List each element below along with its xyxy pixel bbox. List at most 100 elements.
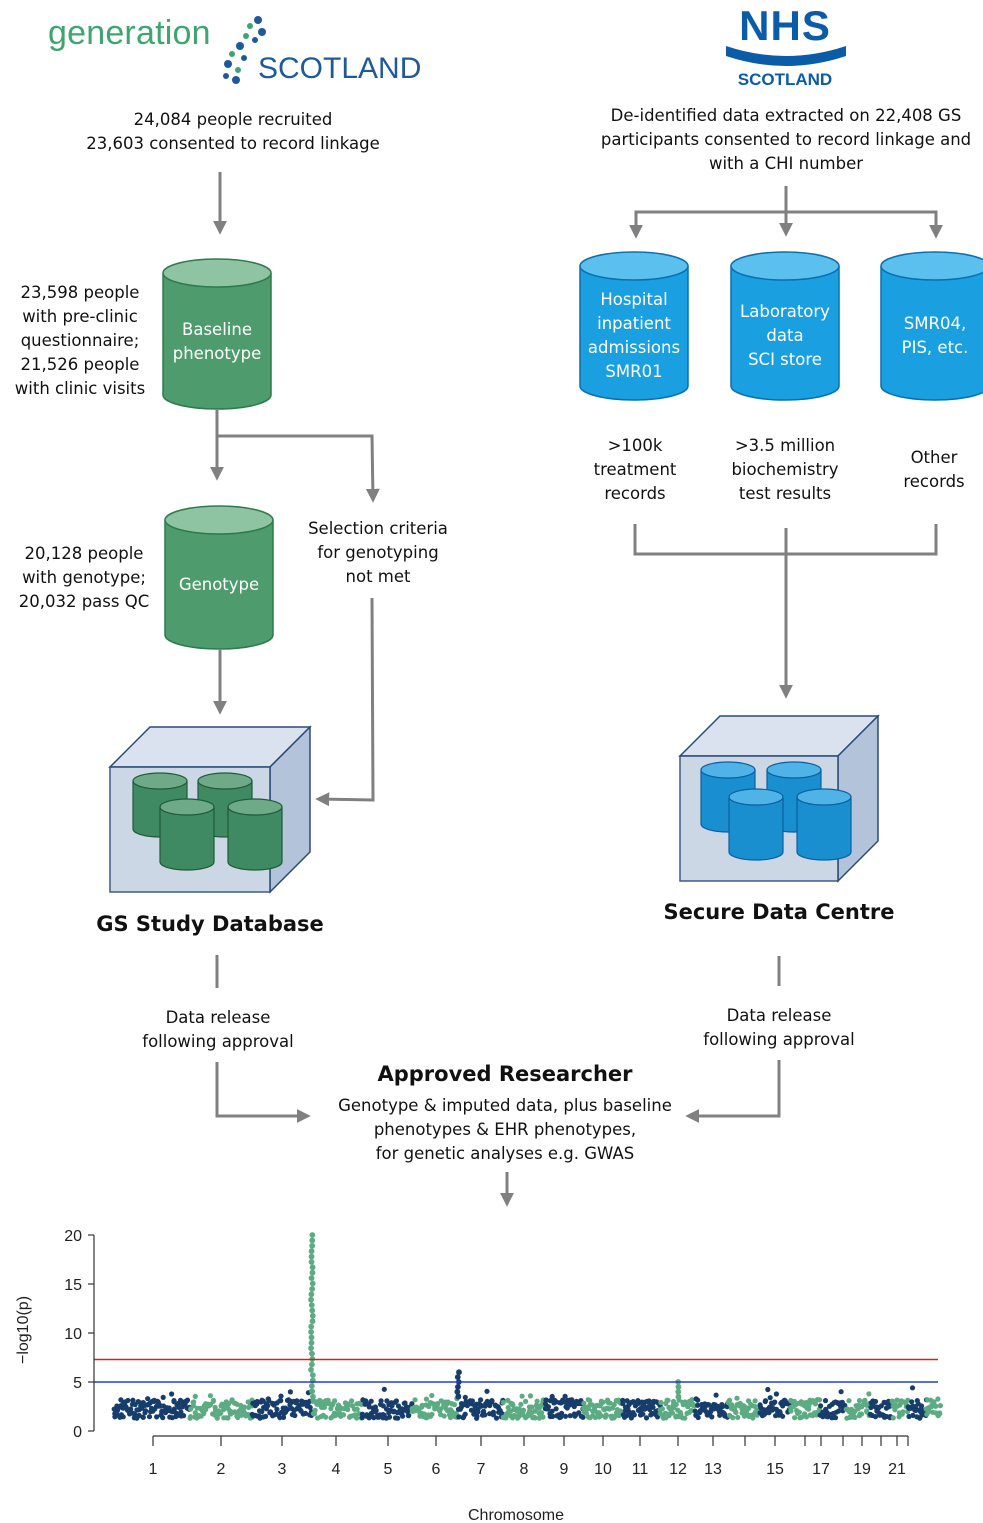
snp-point bbox=[858, 1411, 865, 1417]
snp-point bbox=[926, 1409, 932, 1415]
snp-point bbox=[792, 1415, 798, 1421]
snp-point bbox=[659, 1406, 666, 1412]
x-tick-label: 7 bbox=[477, 1461, 486, 1478]
laboratory-data-cylinder bbox=[730, 251, 840, 401]
snp-point bbox=[862, 1398, 868, 1404]
snp-point bbox=[140, 1414, 146, 1420]
peak-point bbox=[309, 1242, 316, 1249]
snp-point bbox=[302, 1410, 309, 1416]
snp-point bbox=[259, 1409, 265, 1415]
snp-point bbox=[889, 1398, 895, 1404]
snp-point bbox=[549, 1393, 555, 1400]
snp-point bbox=[602, 1414, 609, 1420]
snp-point bbox=[474, 1415, 480, 1421]
snp-point bbox=[380, 1403, 386, 1409]
snp-point bbox=[540, 1414, 546, 1420]
snp-point bbox=[640, 1411, 646, 1417]
snp-point bbox=[630, 1410, 636, 1416]
snp-point bbox=[475, 1409, 481, 1415]
snp-point bbox=[221, 1406, 227, 1412]
peak-point bbox=[309, 1361, 315, 1368]
snp-point bbox=[160, 1415, 166, 1421]
x-tick-label: 19 bbox=[853, 1461, 871, 1478]
snp-point bbox=[852, 1414, 858, 1420]
snp-point bbox=[935, 1396, 941, 1402]
secure-data-centre-cube-icon bbox=[678, 714, 880, 883]
snp-point bbox=[872, 1414, 879, 1420]
snp-point bbox=[132, 1411, 138, 1417]
snp-point bbox=[906, 1413, 912, 1420]
snp-point bbox=[569, 1397, 575, 1403]
snp-point bbox=[620, 1401, 626, 1407]
snp-point bbox=[145, 1396, 151, 1402]
snp-point bbox=[838, 1389, 844, 1395]
snp-point bbox=[587, 1397, 593, 1404]
hospital-admissions-cylinder bbox=[579, 251, 689, 401]
snp-point bbox=[805, 1405, 811, 1412]
snp-point bbox=[359, 1411, 365, 1417]
snp-point bbox=[762, 1398, 769, 1404]
baseline-phenotype-cylinder bbox=[162, 258, 272, 410]
snp-point bbox=[444, 1400, 450, 1407]
snp-point bbox=[120, 1414, 126, 1420]
y-tick-label: 15 bbox=[64, 1277, 82, 1294]
snp-point bbox=[688, 1407, 694, 1414]
peak-point bbox=[309, 1280, 316, 1287]
snp-point bbox=[669, 1410, 676, 1416]
snp-point bbox=[478, 1397, 484, 1403]
snp-point bbox=[345, 1406, 351, 1413]
peak-point bbox=[454, 1374, 461, 1380]
snp-point bbox=[592, 1414, 599, 1420]
peak-point bbox=[309, 1307, 316, 1314]
snp-point bbox=[207, 1393, 213, 1399]
y-tick-label: 10 bbox=[64, 1326, 82, 1343]
gs-study-database-title: GS Study Database bbox=[96, 912, 324, 936]
snp-point bbox=[581, 1400, 587, 1406]
snp-point bbox=[423, 1396, 429, 1402]
snp-point bbox=[796, 1409, 803, 1415]
snp-point bbox=[441, 1413, 447, 1419]
snp-point bbox=[510, 1402, 516, 1408]
snp-point bbox=[726, 1397, 733, 1403]
snp-point bbox=[673, 1401, 679, 1408]
y-tick-label: 20 bbox=[64, 1228, 82, 1245]
snp-point bbox=[519, 1393, 525, 1399]
peak-point bbox=[308, 1323, 315, 1330]
peak-point bbox=[308, 1345, 314, 1352]
snp-point bbox=[894, 1397, 900, 1403]
snp-point bbox=[484, 1388, 490, 1394]
snp-point bbox=[214, 1415, 220, 1421]
deidentified-extract-note: De-identified data extracted on 22,408 G… bbox=[600, 106, 972, 173]
snp-point bbox=[730, 1415, 736, 1421]
peak-point bbox=[308, 1259, 315, 1265]
snp-point bbox=[500, 1399, 506, 1405]
peak-point bbox=[308, 1366, 314, 1373]
snp-point bbox=[177, 1397, 184, 1403]
x-tick-label: 8 bbox=[520, 1461, 529, 1478]
snp-point bbox=[832, 1415, 839, 1421]
generation-logo-text: generation bbox=[48, 14, 211, 52]
snp-point bbox=[323, 1414, 329, 1420]
x-tick-label: 9 bbox=[560, 1461, 569, 1478]
snp-point bbox=[287, 1389, 293, 1395]
snp-point bbox=[169, 1391, 175, 1397]
peak-point bbox=[308, 1296, 314, 1303]
snp-point bbox=[822, 1398, 829, 1404]
snp-point bbox=[770, 1400, 777, 1406]
snp-point bbox=[451, 1402, 458, 1408]
snp-point bbox=[737, 1401, 743, 1407]
snp-point bbox=[265, 1403, 271, 1409]
snp-point bbox=[412, 1397, 418, 1403]
snp-point bbox=[349, 1398, 355, 1404]
snp-point bbox=[690, 1402, 696, 1408]
right-flow-arrows bbox=[500, 186, 943, 1207]
peak-point bbox=[308, 1329, 314, 1335]
snp-point bbox=[311, 1411, 317, 1417]
peak-point bbox=[308, 1334, 315, 1341]
snp-point bbox=[912, 1407, 918, 1413]
snp-point bbox=[495, 1404, 501, 1410]
snp-point bbox=[532, 1415, 538, 1421]
